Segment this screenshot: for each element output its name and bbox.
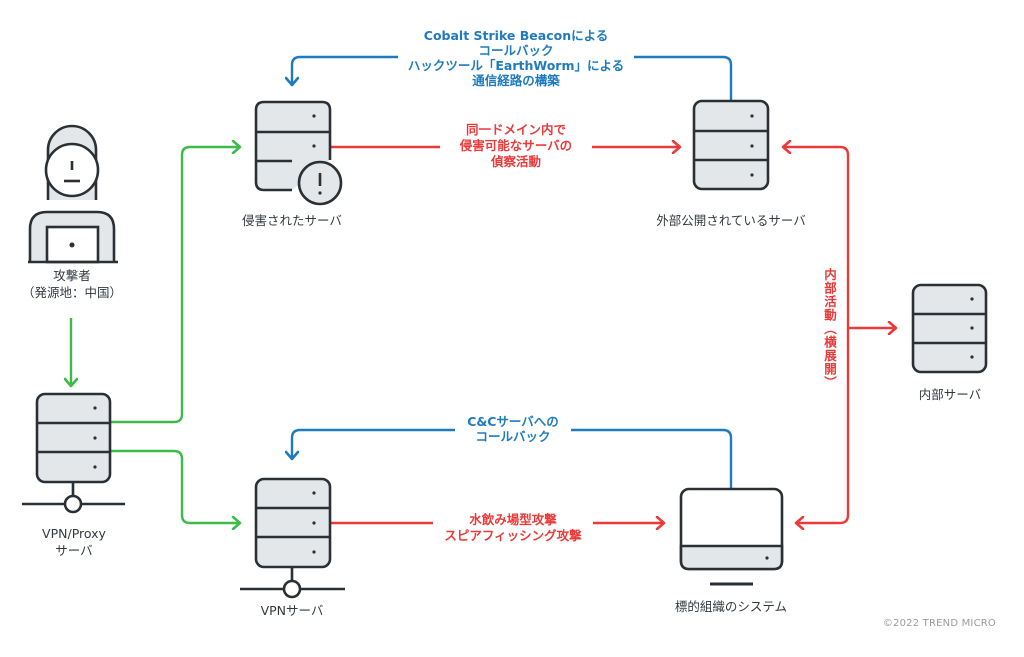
edge-lateral-to-target <box>796 300 850 523</box>
attacker-label-line2: （発源地：中国） <box>21 285 122 300</box>
target-system-icon <box>679 487 784 586</box>
beacon-callback-label: Cobalt Strike Beaconによる コールバック ハックツール「Ea… <box>398 28 634 88</box>
beacon-label-line: コールバック <box>478 43 554 58</box>
recon-label-line: 偵察活動 <box>490 154 541 169</box>
vpn-proxy-server-icon <box>22 392 125 514</box>
vpn-proxy-label: VPN/Proxy サーバ <box>14 525 134 559</box>
cc-label-line: C&Cサーバへの <box>467 414 559 429</box>
cc-label-line: コールバック <box>475 429 551 444</box>
target-system-label: 標的組織のシステム <box>674 599 788 614</box>
lateral-movement-label: 内部活動（横展開） <box>821 268 837 398</box>
edge-proxy-to-vpn <box>110 449 240 523</box>
public-server-icon <box>692 99 770 191</box>
attacker-icon <box>28 124 118 264</box>
beacon-label-line: ハックツール「EarthWorm」による <box>407 58 625 73</box>
internal-server-label: 内部サーバ <box>918 387 982 402</box>
compromised-server-label: 侵害されたサーバ <box>242 213 342 228</box>
initial-attack-label: 水飲み場型攻撃 スピアフィッシング攻撃 <box>433 512 593 544</box>
attacker-label: 攻撃者 （発源地：中国） <box>12 267 132 301</box>
initial-attack-label-line: 水飲み場型攻撃 <box>469 512 557 527</box>
edge-proxy-to-compromised <box>110 147 240 424</box>
attacker-label-line1: 攻撃者 <box>53 268 91 283</box>
recon-label-line: 同一ドメイン内で <box>465 122 566 137</box>
cc-callback-label: C&Cサーバへの コールバック <box>455 414 571 444</box>
vpn-server-icon <box>240 477 345 599</box>
recon-label: 同一ドメイン内で 侵害可能なサーバの 偵察活動 <box>440 122 592 170</box>
vpn-server-label: VPNサーバ <box>260 603 324 618</box>
public-server-label: 外部公開されているサーバ <box>656 213 806 228</box>
beacon-label-line: 通信経路の構築 <box>472 73 560 88</box>
vpn-proxy-label-line2: サーバ <box>55 543 93 558</box>
internal-server-icon <box>911 283 988 374</box>
vpn-proxy-label-line1: VPN/Proxy <box>42 526 106 541</box>
recon-label-line: 侵害可能なサーバの <box>459 138 573 153</box>
initial-attack-label-line: スピアフィッシング攻撃 <box>444 528 582 543</box>
copyright: ©2022 TREND MICRO <box>882 618 996 629</box>
beacon-label-line: Cobalt Strike Beaconによる <box>423 28 609 43</box>
edge-lateral-to-public <box>783 147 850 300</box>
compromised-server-icon <box>254 100 343 206</box>
